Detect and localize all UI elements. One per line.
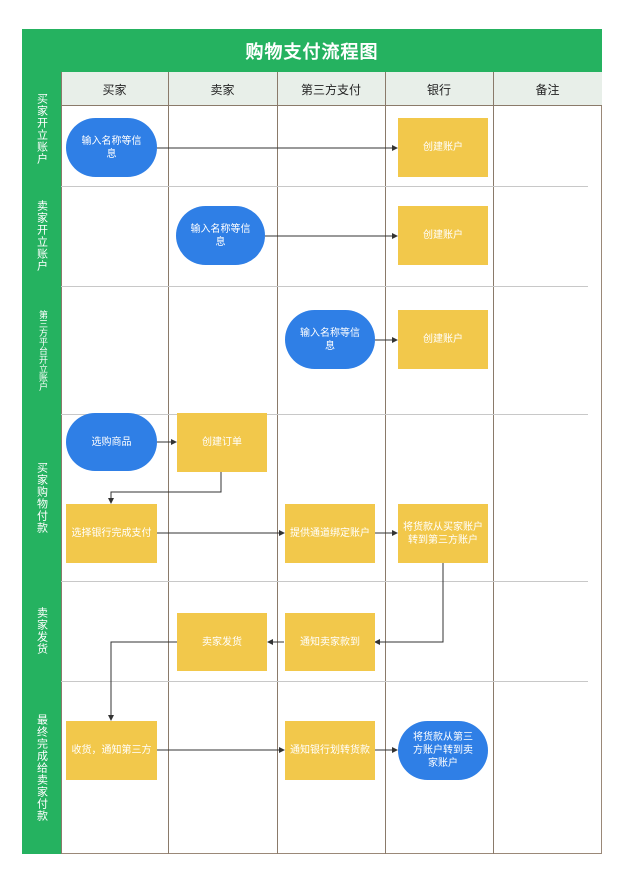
column-header-row <box>61 72 602 106</box>
column-divider <box>493 72 494 854</box>
node-seller-ship: 卖家发货 <box>177 613 267 671</box>
node-provide-channel-bind: 提供通道绑定账户 <box>285 504 375 563</box>
column-header-notes: 备注 <box>535 82 560 97</box>
node-notify-seller-paid: 通知卖家款到 <box>285 613 375 671</box>
lane-label-third-party-account: 第三方平台开立账户 <box>37 309 47 391</box>
lane-label-buyer-account: 买家开立账户 <box>35 93 49 165</box>
node-transfer-to-third-party: 将货款从买家账户转到第三方账户 <box>398 504 488 563</box>
lane-divider <box>61 581 588 582</box>
column-divider <box>61 72 62 854</box>
column-divider <box>385 72 386 854</box>
diagram-title: 购物支付流程图 <box>22 29 602 72</box>
lane-divider <box>61 286 588 287</box>
edge-n11-n12 <box>374 563 444 645</box>
lane-label-seller-account: 卖家开立账户 <box>35 200 49 272</box>
node-seller-enter-info: 输入名称等信息 <box>176 206 265 265</box>
node-receive-notify-third-party: 收货，通知第三方 <box>66 721 157 780</box>
node-bank-create-account-buyer: 创建账户 <box>398 118 488 177</box>
edge-n8-n9 <box>108 472 222 504</box>
lane-label-column <box>22 72 61 854</box>
column-divider <box>277 72 278 854</box>
node-transfer-to-seller: 将货款从第三方账户转到卖家账户 <box>398 721 488 780</box>
node-third-party-enter-info: 输入名称等信息 <box>285 310 375 369</box>
lane-divider <box>61 414 588 415</box>
lane-label-buyer-payment: 买家购物付款 <box>35 461 49 534</box>
node-notify-bank-transfer: 通知银行划转货款 <box>285 721 375 780</box>
node-select-bank-pay: 选择银行完成支付 <box>66 504 157 563</box>
lane-divider <box>61 186 588 187</box>
column-header-seller: 卖家 <box>210 82 235 97</box>
column-header-buyer: 买家 <box>102 82 127 97</box>
node-bank-create-account-third-party: 创建账户 <box>398 310 488 369</box>
lane-label-seller-shipping: 卖家发货 <box>35 607 49 655</box>
column-divider <box>168 72 169 854</box>
node-select-goods: 选购商品 <box>66 413 157 471</box>
node-bank-create-account-seller: 创建账户 <box>398 206 488 265</box>
column-header-third-party: 第三方支付 <box>300 82 361 97</box>
edge-n13-n14 <box>108 641 177 721</box>
node-create-order: 创建订单 <box>177 413 267 472</box>
node-buyer-enter-info: 输入名称等信息 <box>66 118 157 177</box>
lane-divider <box>61 681 588 682</box>
lane-label-final-payment: 最终完成给卖家付款 <box>35 713 49 822</box>
column-header-bank: 银行 <box>426 82 451 97</box>
